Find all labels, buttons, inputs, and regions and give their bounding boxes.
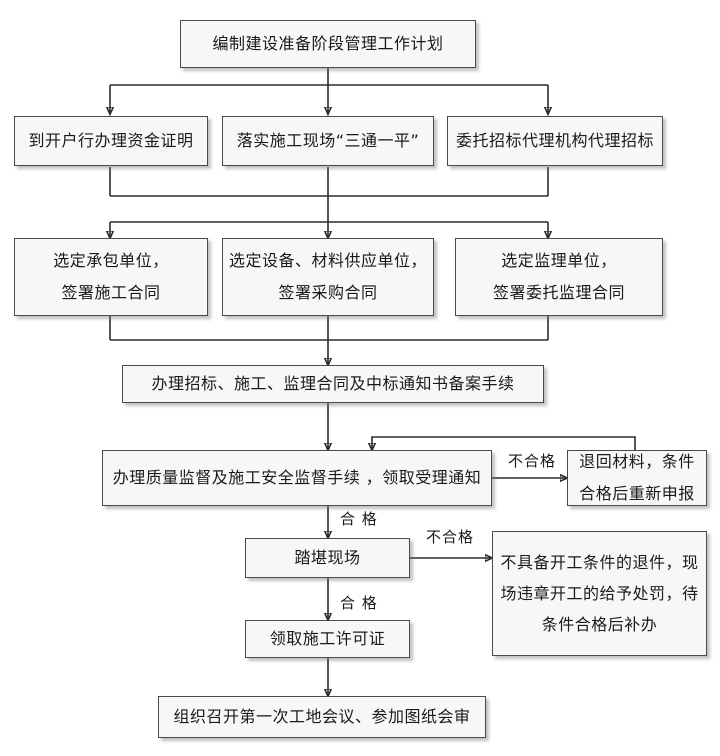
node-record-filing[interactable]: 办理招标、施工、监理合同及中标通知书备案手续 — [122, 365, 544, 403]
edge-label-not-qualified-1: 不合格 — [508, 452, 557, 470]
node-supplier[interactable]: 选定设备、材料供应单位， 签署采购合同 — [222, 238, 434, 316]
node-construction-permit[interactable]: 领取施工许可证 — [245, 620, 410, 658]
node-site-three-connect[interactable]: 落实施工现场“三通一平” — [222, 116, 434, 166]
node-record-filing-label: 办理招标、施工、监理合同及中标通知书备案手续 — [151, 373, 515, 393]
node-first-meeting-label: 组织召开第一次工地会议、参加图纸会审 — [173, 706, 471, 726]
node-survey-site[interactable]: 踏堪现场 — [245, 538, 410, 578]
node-contractor-label: 选定承包单位， 签署施工合同 — [53, 251, 169, 302]
node-site-three-connect-label: 落实施工现场“三通一平” — [236, 130, 420, 150]
edge-label-not-qualified-2: 不合格 — [426, 528, 475, 546]
node-construction-permit-label: 领取施工许可证 — [269, 628, 386, 648]
node-first-meeting[interactable]: 组织召开第一次工地会议、参加图纸会审 — [158, 696, 486, 738]
node-fund-certificate[interactable]: 到开户行办理资金证明 — [14, 116, 208, 166]
node-supplier-label: 选定设备、材料供应单位， 签署采购合同 — [229, 251, 428, 302]
node-contractor[interactable]: 选定承包单位， 签署施工合同 — [14, 238, 208, 316]
node-fund-certificate-label: 到开户行办理资金证明 — [28, 130, 194, 150]
node-return-material[interactable]: 退回材料，条件 合格后重新申报 — [567, 450, 707, 506]
node-supervisor-label: 选定监理单位， 签署委托监理合同 — [492, 251, 625, 302]
node-plan[interactable]: 编制建设准备阶段管理工作计划 — [180, 20, 476, 68]
node-bidding-agency-label: 委托招标代理机构代理招标 — [455, 130, 654, 150]
node-not-qualified-penalty-label: 不具备开工条件的退件，现 场违章开工的给予处罚，待 条件合格后补办 — [500, 552, 699, 635]
node-return-material-label: 退回材料，条件 合格后重新申报 — [579, 452, 695, 503]
node-plan-label: 编制建设准备阶段管理工作计划 — [212, 33, 444, 53]
node-survey-site-label: 踏堪现场 — [294, 547, 361, 567]
node-bidding-agency[interactable]: 委托招标代理机构代理招标 — [447, 116, 663, 166]
node-not-qualified-penalty[interactable]: 不具备开工条件的退件，现 场违章开工的给予处罚，待 条件合格后补办 — [492, 531, 707, 656]
node-quality-safety-label: 办理质量监督及施工安全监督手续 ，领取受理通知 — [112, 467, 482, 487]
node-supervisor[interactable]: 选定监理单位， 签署委托监理合同 — [455, 238, 663, 316]
node-quality-safety[interactable]: 办理质量监督及施工安全监督手续 ，领取受理通知 — [102, 450, 492, 506]
edge-label-qualified-1: 合 格 — [340, 510, 378, 528]
edge-label-qualified-2: 合 格 — [340, 594, 378, 612]
